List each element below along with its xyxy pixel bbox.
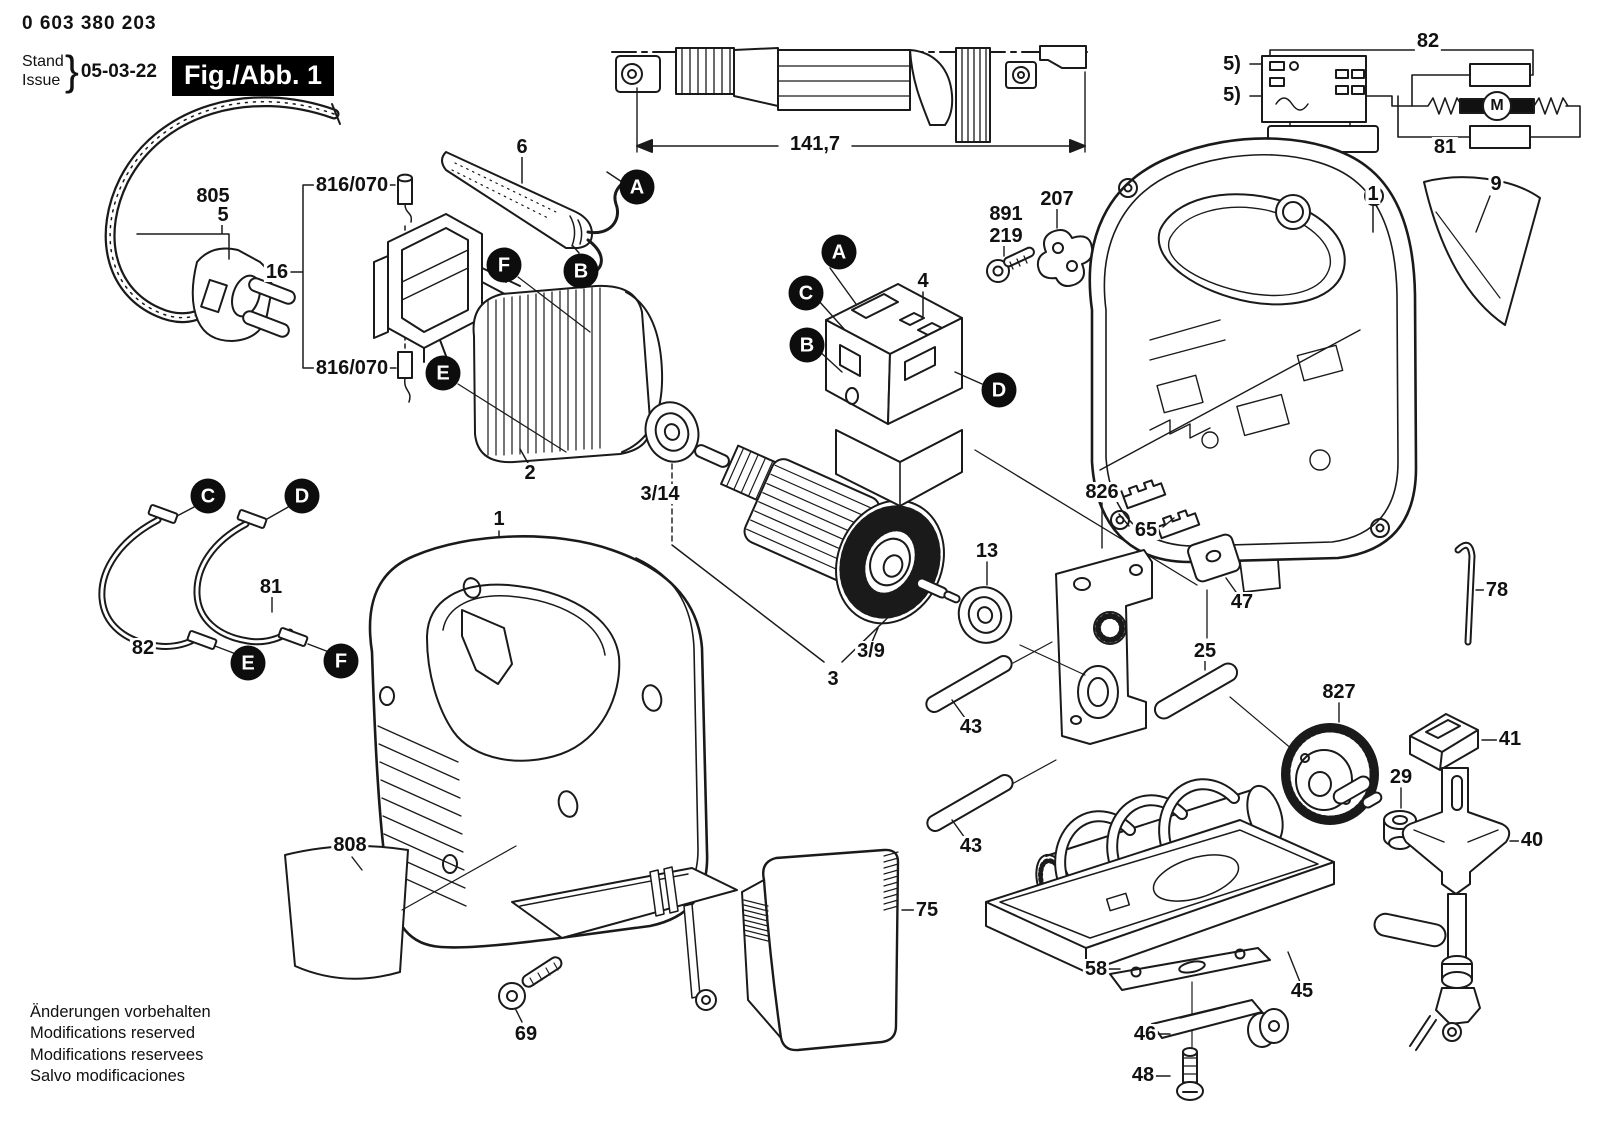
part-label-43-b: 43 [957,835,985,857]
callout-c-switch: C [788,275,824,311]
part-label-25: 25 [1191,640,1219,662]
part-label-69: 69 [512,1023,540,1045]
part-label-808: 808 [331,834,369,856]
notice-line-de: Änderungen vorbehalten [30,1003,211,1021]
part-label-805: 805 [194,185,232,207]
callout-f-stator: F [486,247,522,283]
callout-c-wire: C [190,478,226,514]
figure-title: Fig./Abb. 1 [172,56,334,96]
part-label-805-5: 5 [215,204,231,226]
circuit-diagram [1249,49,1581,153]
callout-e-stator: E [425,355,461,391]
motor-symbol: M [1490,97,1504,114]
callout-a-sleeve: A [619,169,655,205]
document-part-number: 0 603 380 203 [22,13,157,34]
callout-b-sleeve: B [563,253,599,289]
stator [457,259,664,464]
part-label-46: 46 [1131,1023,1159,1045]
gear-and-plunger-group [1229,541,1521,1051]
part-label-826: 826 [1083,481,1121,503]
part-label-3-9: 3/9 [855,640,887,662]
callout-b-switch: B [789,327,825,363]
part-label-65: 65 [1132,519,1160,541]
part-label-207: 207 [1038,188,1076,210]
housing-right [1088,137,1541,601]
part-label-16: 16 [263,261,291,283]
part-label-3-14: 3/14 [638,483,682,505]
base-tray-group [985,778,1335,983]
dimension-value: 141,7 [787,133,843,155]
part-label-45: 45 [1288,980,1316,1002]
circuit-tap-5-b: 5) [1221,84,1243,106]
callout-e-wire: E [230,645,266,681]
part-label-827: 827 [1320,681,1358,703]
part-label-816-070-bottom: 816/070 [313,357,391,379]
part-label-75: 75 [913,899,941,921]
stand-label: Stand [22,53,64,70]
notice-line-en: Modifications reserved [30,1024,196,1043]
modifications-notice: Änderungen vorbehalten Modifications res… [30,1002,211,1088]
part-label-29: 29 [1387,766,1415,788]
callout-d-switch: D [981,372,1017,408]
issue-date: 05-03-22 [80,60,157,82]
callout-d-wire: D [284,478,320,514]
machine-body-left [284,535,738,1023]
part-label-48: 48 [1129,1064,1157,1086]
feet-and-nut [1118,479,1241,593]
notice-line-es: Salvo modificaciones [30,1067,185,1086]
circuit-tap-5-a: 5) [1221,53,1243,75]
part-label-4: 4 [915,270,931,292]
support-bracket-group [925,449,1239,839]
switch [817,208,1094,507]
part-label-1-body: 1 [491,508,507,530]
part-label-40: 40 [1518,829,1546,851]
circuit-label-81: 81 [1431,136,1459,158]
brace-glyph: } [64,47,79,95]
notice-line-fr: Modifications reservees [30,1045,204,1064]
part-label-816-070-top: 816/070 [313,174,391,196]
wire-label-82: 82 [129,637,157,659]
part-label-3: 3 [825,668,841,690]
part-label-2: 2 [522,462,538,484]
issue-label: Issue [22,72,61,90]
part-label-58: 58 [1082,958,1110,980]
jumper-wires [98,504,330,655]
callout-a-switch: A [821,234,857,270]
part-label-13: 13 [973,540,1001,562]
part-label-9: 9 [1488,173,1504,195]
part-label-6: 6 [514,136,530,158]
blade-guide-group [1107,947,1289,1101]
power-cord-and-plug [104,96,341,342]
wire-label-81: 81 [257,576,285,598]
circuit-label-82: 82 [1414,30,1442,52]
callout-f-wire: F [323,643,359,679]
armature [498,444,961,663]
part-label-78: 78 [1483,579,1511,601]
part-label-1-housing: 1 [1365,183,1381,205]
armature-side-view [611,45,1091,153]
part-label-43-a: 43 [957,716,985,738]
stand-issue-block: Stand Issue } 05-03-22 [22,47,157,95]
carbon-brush-group [290,173,413,403]
part-label-47: 47 [1228,591,1256,613]
part-label-891: 891 [987,203,1025,225]
cover-plate [741,848,915,1052]
brush-holder [373,213,521,363]
part-label-219: 219 [987,225,1025,247]
part-label-41: 41 [1496,728,1524,750]
bearing-3-14 [644,401,700,546]
